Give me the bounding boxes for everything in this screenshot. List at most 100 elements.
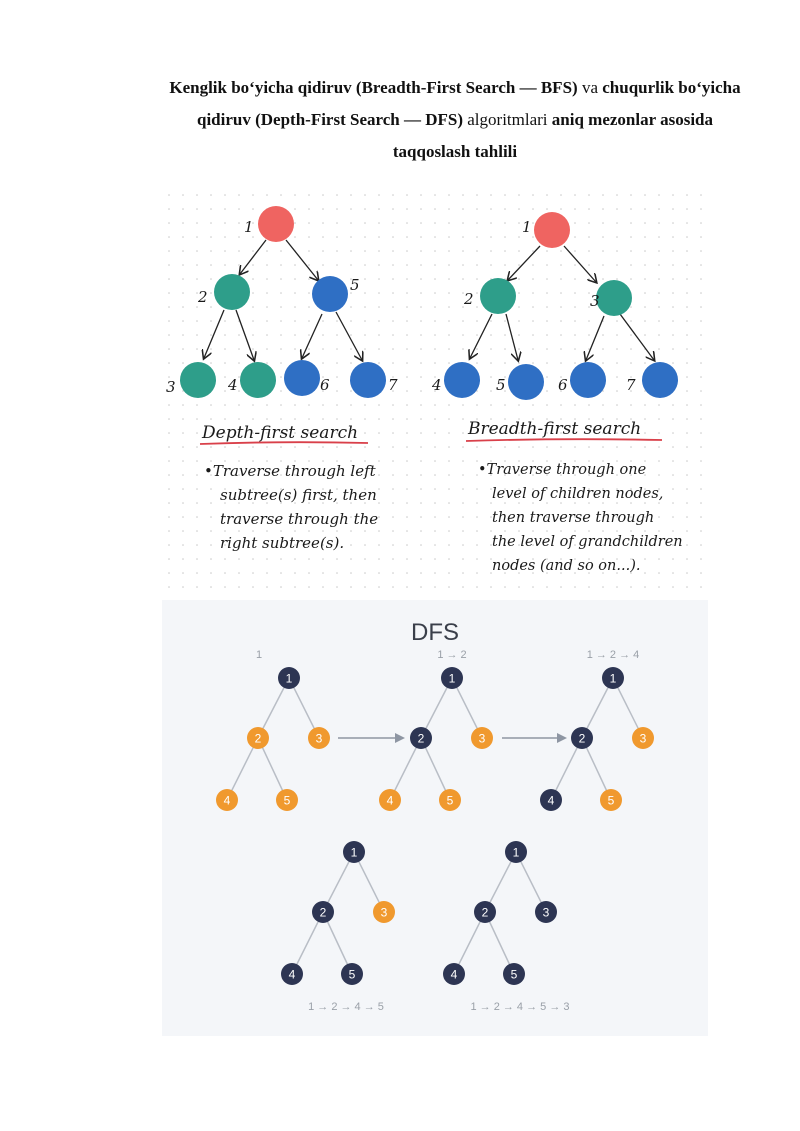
- bfs-node-3: [596, 280, 632, 316]
- dfs-label-4: 4: [227, 376, 238, 394]
- tree-node-1: [441, 667, 463, 689]
- dfs-diagram-background: [162, 600, 708, 1036]
- document-heading: Kenglik bo‘yicha qidiruv (Breadth-First …: [165, 72, 745, 168]
- tree-edge: [322, 911, 353, 975]
- tree-node-5: [276, 789, 298, 811]
- step-caption: 1 → 2 → 4: [587, 649, 640, 661]
- dfs-node-2: [214, 274, 250, 310]
- bfs-node-5: [508, 364, 544, 400]
- tree-node-3: [535, 901, 557, 923]
- bfs-node-4: [444, 362, 480, 398]
- dfs-node-3: [180, 362, 216, 398]
- tree-node-5: [600, 789, 622, 811]
- tree-edge: [291, 911, 324, 975]
- tree-edge: [612, 677, 644, 739]
- bfs-note-line-1: •Traverse through one: [478, 462, 646, 478]
- tree-node-label-4: 4: [289, 968, 296, 982]
- dfs-sketch-title: Depth-first search: [201, 423, 358, 443]
- sketch-figure: 1 2 5 3 4 6 7 1 2 3 4 5 6 7 Depth-first …: [162, 188, 708, 596]
- bfs-note-line-4: the level of grandchildren: [492, 534, 683, 550]
- tree-node-5: [341, 963, 363, 985]
- dfs-title-underline: [199, 441, 369, 445]
- step-caption: 1 → 2 → 4 → 5: [308, 1001, 384, 1013]
- bfs-note-line-3: then traverse through: [492, 510, 654, 526]
- tree-edge: [550, 737, 583, 801]
- tree-edge: [389, 737, 422, 801]
- bfs-node-7: [642, 362, 678, 398]
- tree-node-4: [443, 963, 465, 985]
- tree-node-label-2: 2: [418, 732, 425, 746]
- dfs-label-1: 1: [244, 218, 254, 236]
- tree-node-4: [281, 963, 303, 985]
- heading-dfs-name: chuqurlik bo‘yicha qidiruv (Depth-First …: [197, 78, 741, 129]
- tree-node-label-3: 3: [543, 906, 550, 920]
- tree-node-1: [343, 841, 365, 863]
- tree-edge: [257, 677, 290, 739]
- tree-node-2: [571, 727, 593, 749]
- heading-bfs-dfs: Kenglik bo‘yicha qidiruv (Breadth-First …: [169, 78, 578, 97]
- bfs-title-underline: [465, 438, 663, 442]
- dfs-node-4: [240, 362, 276, 398]
- tree-edge: [353, 851, 385, 913]
- tree-node-label-3: 3: [316, 732, 323, 746]
- tree-node-label-3: 3: [479, 732, 486, 746]
- tree-node-1: [602, 667, 624, 689]
- bfs-label-1: 1: [522, 218, 532, 236]
- tree-edge: [420, 677, 453, 739]
- step-arrow-1: [338, 733, 405, 743]
- bfs-note-line-2: level of children nodes,: [492, 486, 663, 502]
- tree-node-label-1: 1: [610, 672, 617, 686]
- bfs-note-line-5: nodes (and so on...).: [492, 558, 640, 574]
- tree-node-2: [312, 901, 334, 923]
- heading-comparison: aniq mezonlar asosida taqqoslash tahlili: [392, 110, 713, 161]
- dfs-node-5: [312, 276, 348, 312]
- dfs-sketch-notes: •Traverse through left subtree(s) first,…: [204, 462, 378, 552]
- tree-node-3: [632, 727, 654, 749]
- tree-node-label-2: 2: [579, 732, 586, 746]
- bfs-label-5: 5: [496, 376, 506, 394]
- tree-edge: [420, 737, 451, 801]
- tree-node-label-4: 4: [451, 968, 458, 982]
- tree-node-2: [247, 727, 269, 749]
- bfs-sketch-tree: 1 2 3 4 5 6 7: [431, 212, 678, 400]
- tree-edge: [257, 737, 288, 801]
- tree-edge: [484, 911, 515, 975]
- tree-edge: [288, 677, 320, 739]
- tree-node-label-4: 4: [548, 794, 555, 808]
- tree-node-label-1: 1: [513, 846, 520, 860]
- tree-node-5: [503, 963, 525, 985]
- tree-node-4: [540, 789, 562, 811]
- step-caption: 1 → 2: [437, 649, 466, 661]
- tree-edge: [581, 677, 614, 739]
- tree-node-3: [373, 901, 395, 923]
- tree-node-label-3: 3: [640, 732, 647, 746]
- tree-node-label-2: 2: [482, 906, 489, 920]
- step-caption: 1: [256, 649, 262, 661]
- dfs-label-7: 7: [388, 376, 398, 394]
- bfs-sketch-title: Breadth-first search: [467, 419, 641, 439]
- bfs-label-4: 4: [431, 376, 442, 394]
- tree-node-label-5: 5: [447, 794, 454, 808]
- tree-edge: [453, 911, 486, 975]
- tree-edge: [515, 851, 547, 913]
- tree-node-label-1: 1: [449, 672, 456, 686]
- tree-node-1: [505, 841, 527, 863]
- bfs-node-6: [570, 362, 606, 398]
- tree-node-3: [471, 727, 493, 749]
- tree-node-label-2: 2: [320, 906, 327, 920]
- heading-connector: va: [577, 78, 603, 97]
- dfs-note-line-3: traverse through the: [220, 510, 378, 528]
- dfs-note-line-4: right subtree(s).: [220, 534, 344, 552]
- dfs-note-line-2: subtree(s) first, then: [220, 486, 377, 504]
- dfs-node-6: [284, 360, 320, 396]
- step-arrow-2: [502, 733, 567, 743]
- bfs-label-3: 3: [590, 292, 600, 310]
- dfs-sketch-tree: 1 2 5 3 4 6 7: [166, 206, 398, 398]
- dfs-step-3: 1 2 3 4 5 1 → 2 → 4: [540, 649, 654, 811]
- dfs-diagram-title: DFS: [411, 619, 459, 646]
- dfs-node-1: [258, 206, 294, 242]
- tree-node-label-5: 5: [608, 794, 615, 808]
